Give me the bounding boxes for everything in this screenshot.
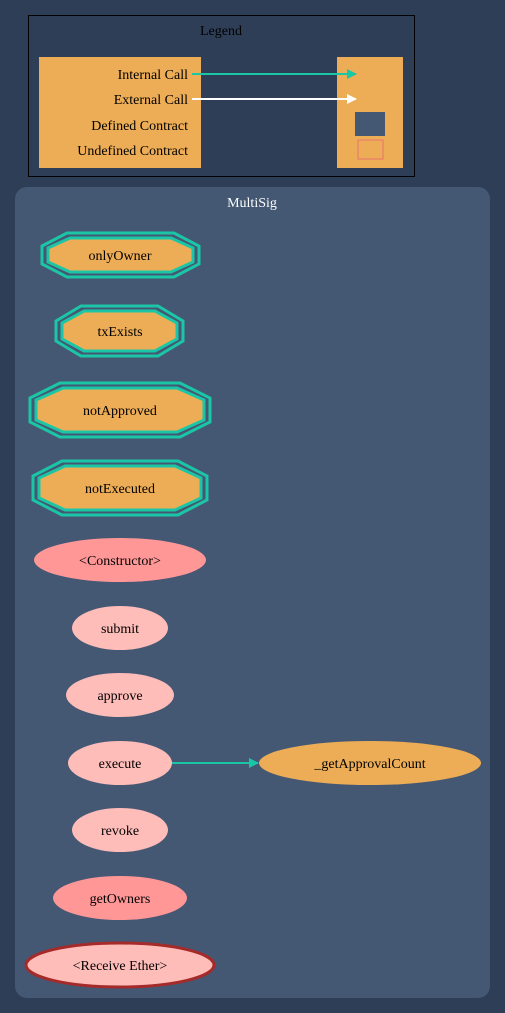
node-notexecuted-label: notExecuted [85, 482, 155, 497]
defined-contract-swatch [355, 112, 385, 136]
node-onlyowner[interactable]: onlyOwner [40, 231, 201, 279]
node-approve[interactable]: approve [66, 673, 174, 717]
node-getowners[interactable]: getOwners [53, 876, 187, 920]
node-notapproved[interactable]: notApproved [28, 381, 212, 439]
legend-cluster: Legend Internal Call External Call Defin… [28, 15, 415, 177]
multisig-cluster: MultiSig onlyOwner txExists notApproved … [15, 187, 490, 998]
node-txexists-label: txExists [97, 325, 142, 340]
legend-key-box [39, 57, 201, 168]
cluster-title: MultiSig [227, 196, 277, 211]
multisig-cluster-frame [15, 187, 490, 998]
legend-item-external-call: External Call [114, 93, 188, 108]
node-receive-ether[interactable]: <Receive Ether> [24, 941, 216, 989]
node-approve-label: approve [97, 689, 142, 704]
node-submit-label: submit [101, 622, 139, 637]
node-txexists[interactable]: txExists [54, 304, 185, 358]
node-receive-ether-label: <Receive Ether> [73, 959, 168, 974]
legend-title: Legend [200, 24, 242, 39]
node-onlyowner-label: onlyOwner [89, 249, 152, 264]
undefined-contract-swatch [357, 139, 384, 160]
legend-item-internal-call: Internal Call [118, 68, 188, 83]
node-execute[interactable]: execute [68, 741, 172, 785]
node-submit[interactable]: submit [72, 606, 168, 650]
node-constructor-label: <Constructor> [79, 554, 161, 569]
legend-item-defined-contract: Defined Contract [91, 119, 188, 134]
node-getowners-label: getOwners [90, 892, 151, 907]
node-revoke[interactable]: revoke [72, 808, 168, 852]
node-getapprovalcount-label: _getApprovalCount [313, 757, 425, 772]
node-notexecuted[interactable]: notExecuted [31, 459, 209, 517]
node-revoke-label: revoke [101, 824, 139, 839]
legend-item-undefined-contract: Undefined Contract [77, 144, 188, 159]
node-getapprovalcount[interactable]: _getApprovalCount [259, 741, 481, 785]
node-notapproved-label: notApproved [83, 404, 157, 419]
node-execute-label: execute [99, 757, 142, 772]
node-constructor[interactable]: <Constructor> [34, 538, 206, 582]
